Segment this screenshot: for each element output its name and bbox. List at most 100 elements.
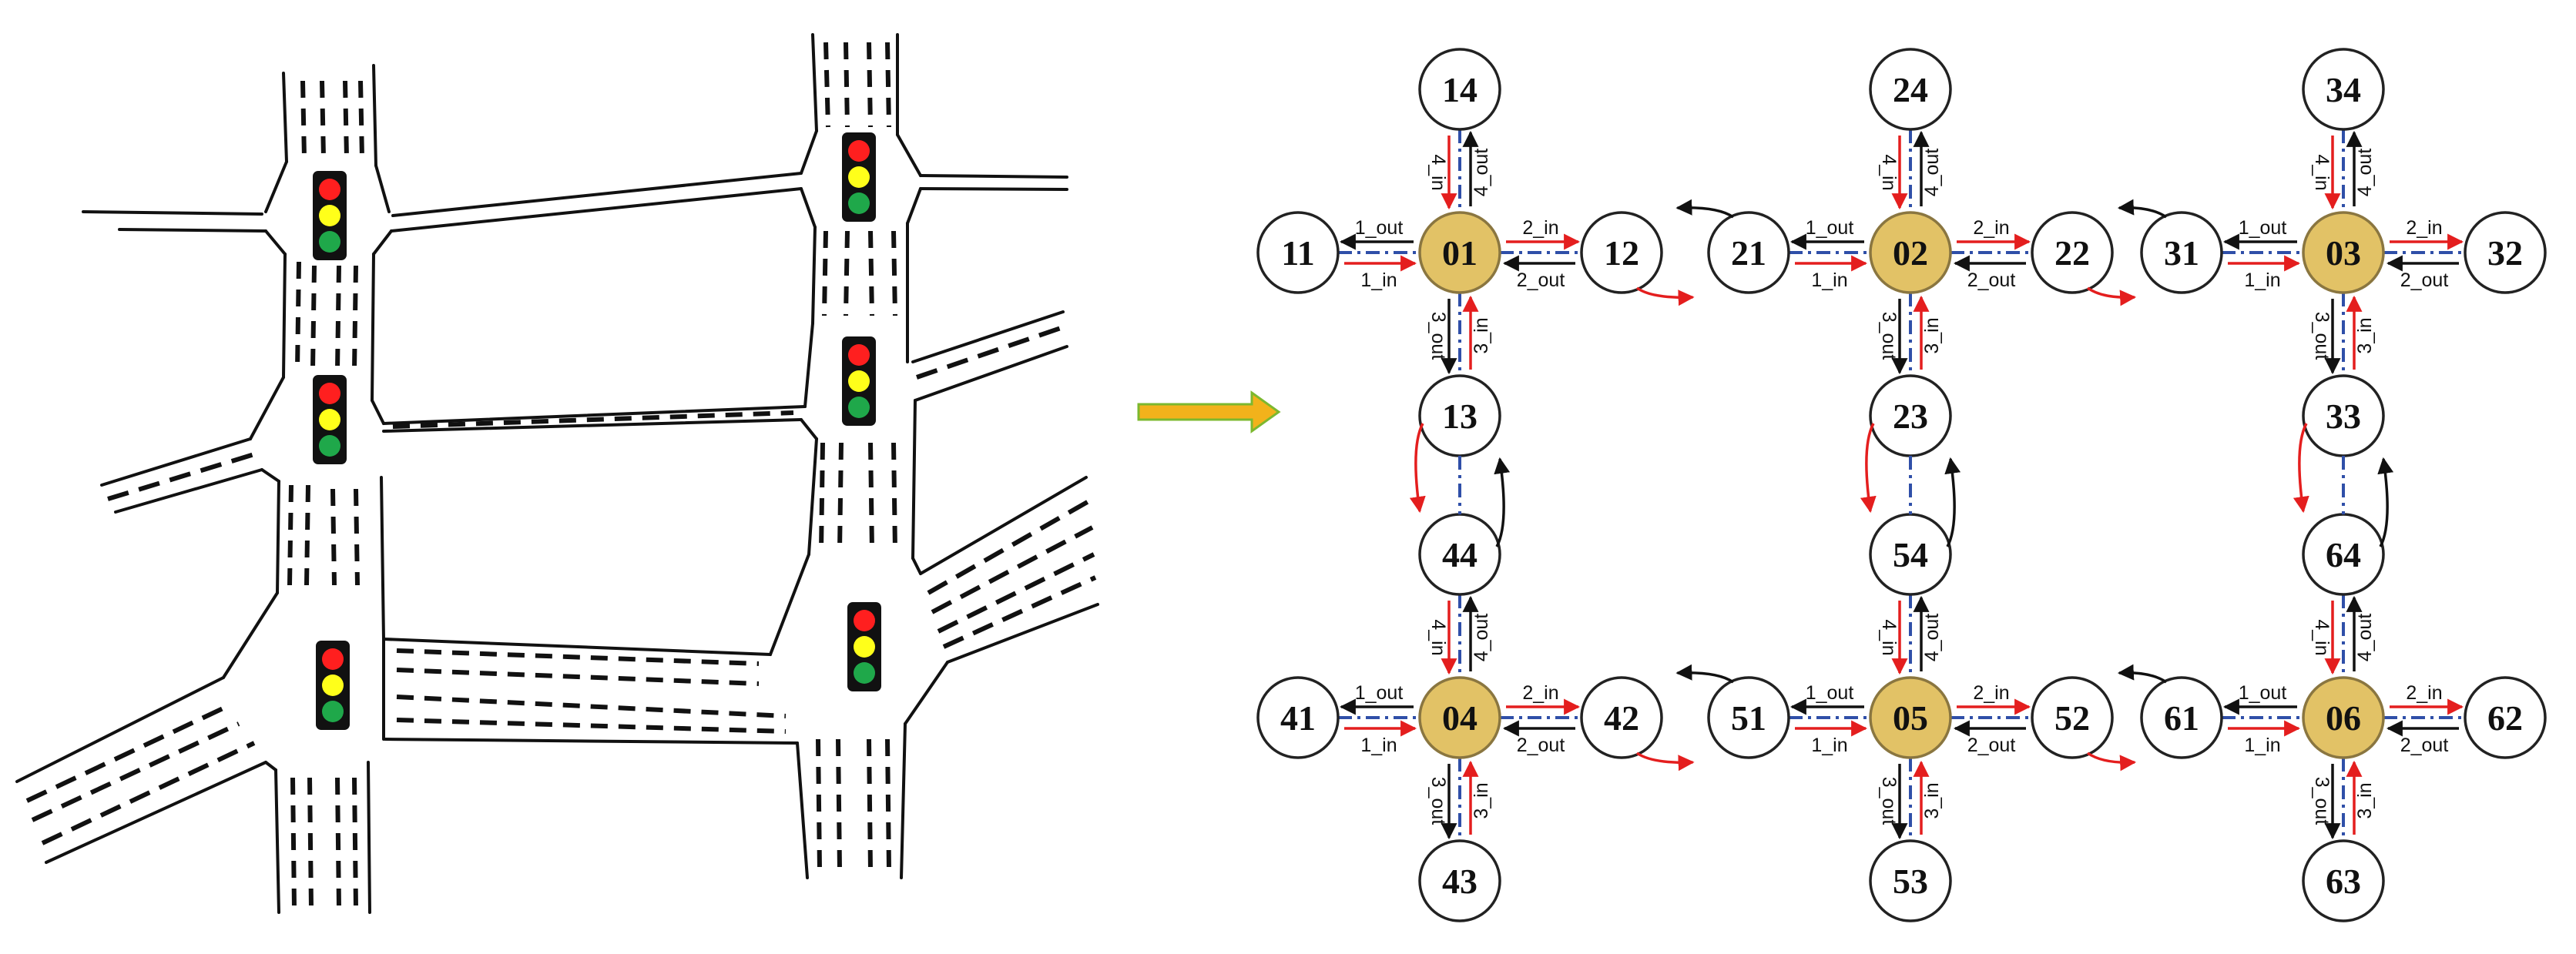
road-node: 31 (2140, 211, 2223, 294)
node-label: 33 (2326, 397, 2361, 436)
edge-label: 2_out (1517, 269, 1565, 291)
edge-label: 1_in (2244, 735, 2280, 756)
edge-label: 2_out (1517, 735, 1565, 756)
road-node: 43 (1418, 839, 1501, 922)
edge-label: 3_out (2311, 777, 2333, 825)
edge-label: 3_in (1921, 317, 1943, 353)
node-label: 62 (2487, 698, 2523, 738)
road-node: 51 (1707, 676, 1790, 759)
node-label: 21 (1731, 233, 1766, 273)
edge-label: 2_in (1973, 217, 2009, 239)
node-label: 53 (1893, 862, 1928, 901)
road-node: 23 (1869, 374, 1952, 457)
node-label: 12 (1604, 233, 1639, 273)
road-node: 42 (1580, 676, 1663, 759)
node-label: 32 (2487, 233, 2523, 273)
road-node: 34 (2302, 48, 2385, 131)
edge-label: 2_in (1522, 217, 1558, 239)
edge-label: 4_out (1471, 614, 1492, 662)
edge-label: 1_in (1811, 269, 1847, 291)
traffic-light-icon (316, 641, 350, 730)
edge-label: 4_in (1878, 154, 1900, 190)
road-node: 12 (1580, 211, 1663, 294)
edge-label: 1_out (1806, 217, 1854, 239)
traffic-light-icon (313, 375, 347, 464)
road-node: 11 (1256, 211, 1340, 294)
road-node: 63 (2302, 839, 2385, 922)
intersection-node: 01 (1418, 211, 1501, 294)
edge-label: 4_out (2354, 614, 2376, 662)
edge-label: 1_out (2239, 682, 2287, 704)
road-node: 32 (2464, 211, 2547, 294)
intersection-node: 06 (2302, 676, 2385, 759)
edge-label: 4_out (1921, 149, 1943, 197)
node-label: 02 (1893, 233, 1928, 273)
edge-label: 3_out (2311, 312, 2333, 360)
node-label: 06 (2326, 698, 2361, 738)
edge-label: 2_in (1973, 682, 2009, 704)
node-label: 05 (1893, 698, 1928, 738)
edge-label: 3_in (1471, 317, 1492, 353)
node-label: 63 (2326, 862, 2361, 901)
intersection-node: 02 (1869, 211, 1952, 294)
traffic-light-icon (842, 132, 876, 222)
edge-label: 3_out (1427, 312, 1449, 360)
edge-label: 2_in (1522, 682, 1558, 704)
node-label: 23 (1893, 397, 1928, 436)
node-label: 14 (1442, 70, 1478, 109)
edge-label: 2_out (1967, 269, 2016, 291)
edge-label: 3_out (1878, 312, 1900, 360)
node-label: 44 (1442, 535, 1478, 574)
intersection-graph: 1_out 1_in 2_in 2_out 4_in 4_out 3_out 3_in 11 12… (1256, 48, 2547, 922)
node-label: 13 (1442, 397, 1478, 436)
edge-label: 2_out (2400, 269, 2449, 291)
road-node: 64 (2302, 513, 2385, 596)
traffic-light-icon (313, 171, 347, 260)
road-node: 33 (2302, 374, 2385, 457)
node-label: 64 (2326, 535, 2361, 574)
edge-label: 2_out (1967, 735, 2016, 756)
transition-arrow (1137, 390, 1281, 433)
edge-label: 1_out (1806, 682, 1854, 704)
edge-label: 1_in (2244, 269, 2280, 291)
edge-label: 1_out (1355, 217, 1404, 239)
edge-label: 2_in (2406, 682, 2442, 704)
edge-label: 3_in (1921, 782, 1943, 818)
road-node: 44 (1418, 513, 1501, 596)
road-node: 62 (2464, 676, 2547, 759)
road-node: 52 (2031, 676, 2114, 759)
road-node: 24 (1869, 48, 1952, 131)
node-label: 61 (2164, 698, 2199, 738)
edge-label: 3_in (2354, 317, 2376, 353)
node-label: 42 (1604, 698, 1639, 738)
edge-label: 4_out (2354, 149, 2376, 197)
edge-label: 4_in (1878, 619, 1900, 655)
road-node: 53 (1869, 839, 1952, 922)
edge-label: 1_in (1811, 735, 1847, 756)
edge-label: 4_in (2311, 154, 2333, 190)
node-label: 54 (1893, 535, 1928, 574)
edge-label: 1_in (1360, 269, 1397, 291)
edge-label: 3_in (2354, 782, 2376, 818)
edge-label: 3_out (1427, 777, 1449, 825)
node-label: 43 (1442, 862, 1478, 901)
node-label: 22 (2054, 233, 2090, 273)
node-label: 52 (2054, 698, 2090, 738)
intersection-node: 03 (2302, 211, 2385, 294)
road-network-sketch (15, 33, 1099, 914)
road-node: 21 (1707, 211, 1790, 294)
edge-label: 2_in (2406, 217, 2442, 239)
edge-label: 1_in (1360, 735, 1397, 756)
road-node: 13 (1418, 374, 1501, 457)
node-label: 41 (1280, 698, 1316, 738)
node-label: 04 (1442, 698, 1478, 738)
node-label: 11 (1281, 233, 1314, 273)
traffic-light-icon (842, 336, 876, 426)
intersection-node: 04 (1418, 676, 1501, 759)
node-label: 01 (1442, 233, 1478, 273)
edge-label: 2_out (2400, 735, 2449, 756)
edge-label: 4_in (2311, 619, 2333, 655)
edge-label: 3_out (1878, 777, 1900, 825)
road-node: 14 (1418, 48, 1501, 131)
